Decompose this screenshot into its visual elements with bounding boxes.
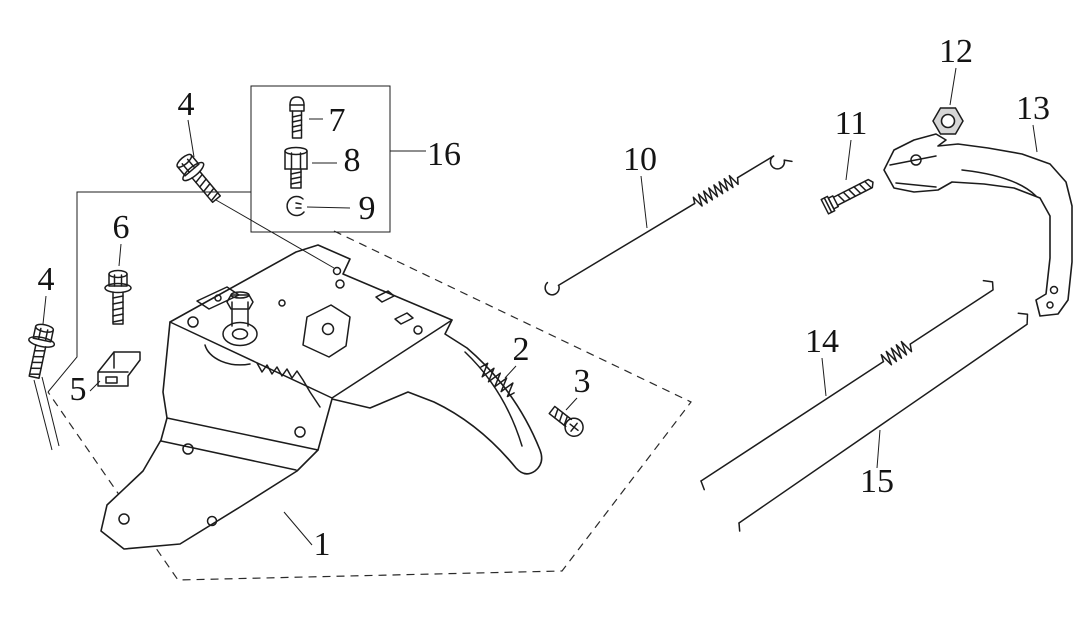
callout-9: 9 (359, 190, 376, 227)
part-3-screw (548, 405, 584, 437)
part-12-nut (932, 107, 964, 135)
callout-3: 3 (574, 363, 591, 400)
part-13-bracket (883, 133, 1073, 317)
part-5-clip-bracket (97, 351, 141, 387)
callout-7: 7 (329, 102, 346, 139)
part-8-hex-nut (284, 146, 308, 189)
part-1-base-assembly (100, 244, 543, 550)
part-4-bolt-top (171, 149, 228, 209)
hardware-group-boundary (47, 191, 251, 393)
callout-1: 1 (314, 526, 331, 563)
callout-11: 11 (835, 105, 868, 142)
callout-6: 6 (113, 209, 130, 246)
part-14-rod (700, 279, 994, 491)
part-10-spring (544, 155, 793, 296)
leader-lines (33, 67, 1038, 546)
group-16-box (250, 85, 391, 233)
callout-15: 15 (860, 463, 894, 500)
callout-16: 16 (427, 136, 461, 173)
callout-5: 5 (70, 371, 87, 408)
part-4-bolt-left (20, 321, 59, 381)
callout-2: 2 (513, 331, 530, 368)
callout-12: 12 (939, 33, 973, 70)
callout-14: 14 (805, 323, 839, 360)
callout-4-left: 4 (38, 261, 55, 298)
part-15-rod (738, 312, 1029, 532)
part-2-spring (480, 362, 515, 398)
callout-10: 10 (623, 141, 657, 178)
part-6-bolt (104, 269, 132, 325)
part-7-bolt (289, 96, 305, 139)
callout-4-top: 4 (178, 86, 195, 123)
part-9-clip (286, 195, 305, 217)
callout-13: 13 (1016, 90, 1050, 127)
part-11-screw (820, 178, 874, 215)
callout-8: 8 (344, 142, 361, 179)
